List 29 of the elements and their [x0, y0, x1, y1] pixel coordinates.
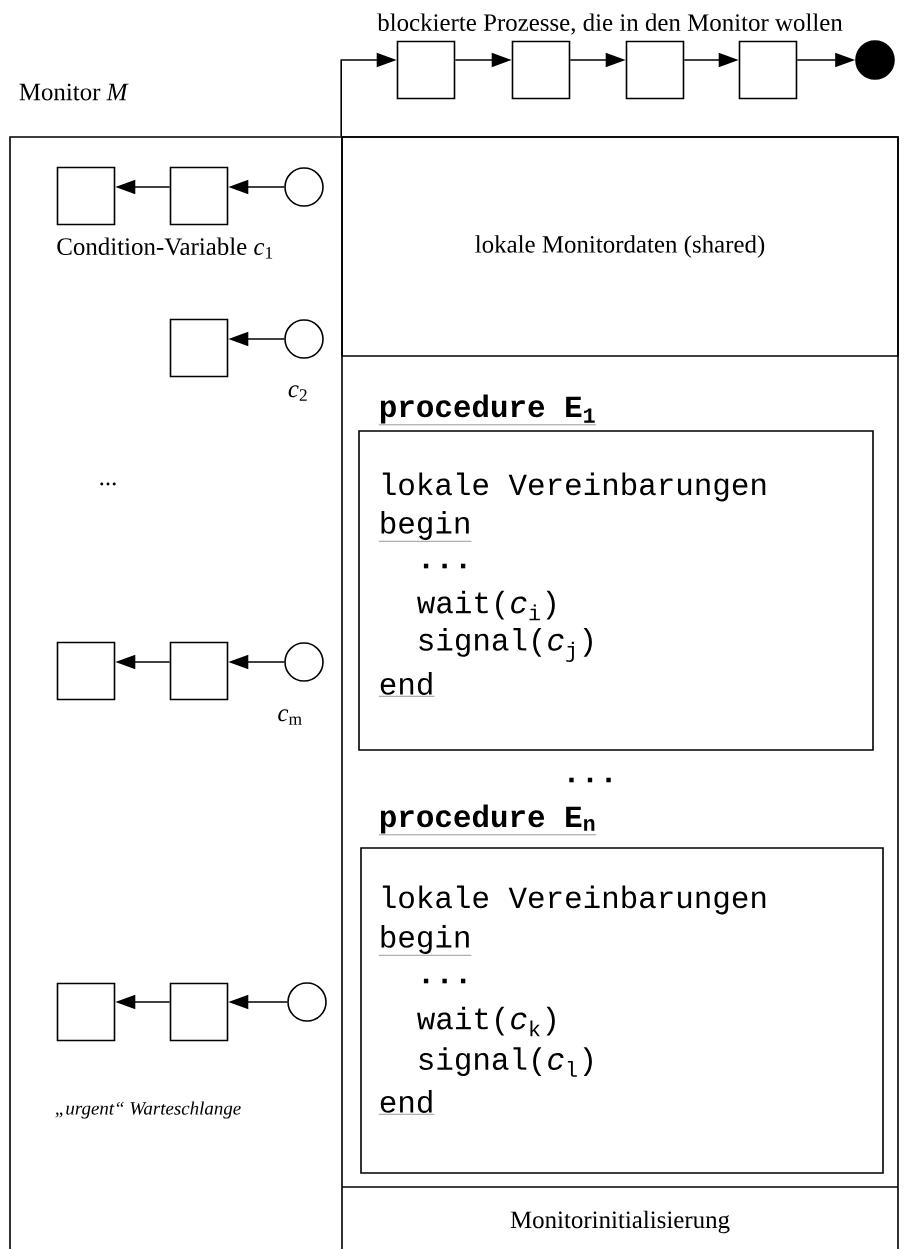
data-section: lokale Monitordaten (shared) — [341, 136, 899, 357]
queue-square — [511, 40, 571, 100]
queue-circle — [284, 642, 324, 682]
queue-square — [56, 166, 116, 226]
node-label: procedure E$_{n}$ — [380, 804, 595, 834]
queue-square — [169, 641, 229, 701]
queue-square — [56, 982, 116, 1042]
queue-square — [56, 641, 116, 701]
label: c$_{m}$ — [278, 709, 302, 725]
queue-square — [738, 40, 798, 100]
queue-square — [169, 982, 229, 1042]
procedure-box: procedure E$_{n}$ lokale Vereinbarungen begin ... wait(c$_{k}$) signal(c$_{l}$) end — [360, 804, 884, 1174]
queue-end-dot — [855, 40, 895, 80]
queue-square — [169, 318, 229, 378]
queue-square — [169, 166, 229, 226]
label: Condition-Variable c$_{1}$ — [57, 237, 273, 259]
node-label: procedure E$_{1}$ — [380, 394, 595, 424]
queue-square — [625, 40, 685, 100]
queue-square — [396, 40, 456, 100]
label: ... — [100, 482, 116, 486]
label: „urgent“ Warteschlange — [55, 1101, 241, 1119]
label: c$_{2}$ — [288, 385, 307, 401]
init-section: Monitorinitialisierung — [341, 1186, 899, 1234]
queue-circle — [284, 319, 324, 359]
queue-circle — [287, 982, 327, 1022]
procedure-box: procedure E$_{1}$ lokale Vereinbarungen begin ... wait(c$_{i}$) signal(c$_{j}$) end — [358, 394, 874, 751]
queue-circle — [284, 167, 324, 207]
ellipsis: ... — [569, 777, 611, 783]
label: blockierte Prozesse, die in den Monitor wollen — [377, 13, 843, 35]
